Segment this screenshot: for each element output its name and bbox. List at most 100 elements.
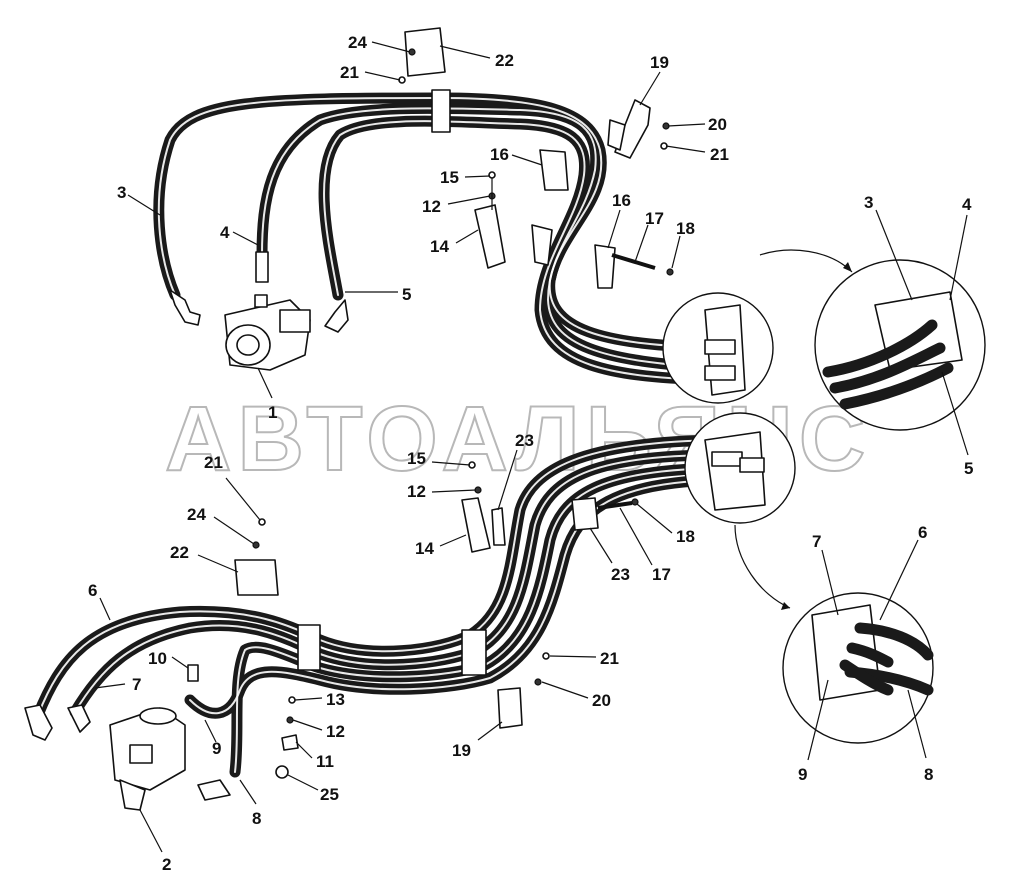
leader-5-detail	[941, 371, 969, 456]
leader-15-mid	[431, 461, 471, 466]
pump-2	[24, 704, 231, 811]
leader-8-detail	[907, 689, 927, 759]
bracket-19-top-side	[607, 119, 626, 151]
callout-12-top: 12	[422, 197, 441, 216]
clamp-16-b	[594, 244, 616, 289]
bolt-21-mid	[258, 518, 266, 526]
leader-lines	[94, 41, 969, 853]
leader-16-b	[607, 209, 621, 249]
hose-clamp-top	[431, 89, 451, 133]
callout-14-mid: 14	[415, 539, 434, 558]
fitting-hose-3-pump	[169, 289, 201, 326]
callout-5-left: 5	[402, 285, 411, 304]
hose-5-highlight	[323, 120, 721, 381]
callout-5-detail: 5	[964, 459, 973, 478]
callout-7-left: 7	[132, 675, 141, 694]
callout-20-low: 20	[592, 691, 611, 710]
leader-4-left	[232, 231, 259, 246]
clamp-16-a	[539, 149, 569, 191]
fitting-hose-4-pump	[255, 251, 269, 283]
callout-4-detail: 4	[962, 195, 972, 214]
leader-20-low	[541, 681, 589, 699]
callout-23-a: 23	[515, 431, 534, 450]
bracket-14-mid-plate	[461, 497, 491, 553]
clamp-bracket-22-top	[398, 27, 451, 133]
leader-16-a	[511, 154, 543, 166]
callout-15-top: 15	[440, 168, 459, 187]
callout-24-mid: 24	[187, 505, 206, 524]
callout-9-detail: 9	[798, 765, 807, 784]
bolt-21-low	[542, 652, 550, 660]
upper-manifold-fitting-a	[704, 339, 736, 355]
leader-19-low	[477, 721, 503, 741]
detail-top-hose-3	[822, 319, 938, 378]
pump-1	[169, 251, 349, 371]
callout-14-top: 14	[430, 237, 449, 256]
nut-18-top	[666, 268, 674, 276]
callout-12-mid: 12	[407, 482, 426, 501]
pump-2-valve	[129, 744, 153, 764]
callout-labels: 24 22 21 19 20 21 3 4 5 1 16 15 12 14 16…	[88, 33, 973, 874]
callout-11: 11	[316, 752, 334, 771]
detail-bottom-hose-7	[846, 642, 894, 668]
callout-24-top: 24	[348, 33, 367, 52]
leader-25	[287, 774, 319, 791]
callout-8-left: 8	[252, 809, 261, 828]
leader-3-left	[127, 194, 161, 216]
callout-19-low: 19	[452, 741, 471, 760]
washer-20-low	[534, 678, 542, 686]
pump-1-valve-block	[279, 309, 311, 333]
hose-7-highlight	[74, 454, 721, 713]
bracket-23-b	[571, 497, 599, 531]
nut-18-mid	[631, 498, 639, 506]
fitting-hose-8-pump	[197, 779, 231, 801]
washer-24-mid	[252, 541, 260, 549]
callout-17-top: 17	[645, 209, 664, 228]
leader-2	[139, 809, 163, 853]
callout-13: 13	[326, 690, 345, 709]
leader-18-mid	[636, 503, 673, 534]
callout-21-low: 21	[600, 649, 619, 668]
rod-17-top-bar	[611, 253, 656, 270]
bracket-19-top	[607, 99, 670, 159]
callout-1: 1	[268, 403, 277, 422]
detail-top-hose-4	[829, 342, 946, 394]
bracket-22-mid-plate	[234, 559, 279, 596]
leader-11	[295, 741, 313, 759]
leader-12-top	[447, 195, 491, 205]
pump-2-top-cap	[139, 707, 177, 725]
leader-24-top	[371, 41, 411, 53]
callout-9-left: 9	[212, 739, 221, 758]
callout-21-top: 21	[340, 63, 359, 82]
leader-1	[257, 367, 273, 399]
callout-2: 2	[162, 855, 171, 874]
callout-4-left: 4	[220, 223, 230, 242]
rod-17-top	[611, 253, 674, 276]
leader-7-left	[94, 683, 126, 689]
callout-22-top: 22	[495, 51, 514, 70]
lower-manifold-fitting-b	[739, 457, 765, 473]
callout-17-mid: 17	[652, 565, 671, 584]
bracket-23-a	[491, 507, 506, 546]
detail-bottom-arrow	[734, 524, 791, 609]
callout-19-top: 19	[650, 53, 669, 72]
hose-clamp-lower-mid	[461, 629, 487, 676]
leader-6-left	[99, 597, 111, 621]
detail-bottom-hose-9	[839, 659, 894, 696]
leader-21-low	[549, 655, 597, 658]
leader-22-mid	[197, 554, 239, 573]
leader-3-detail	[875, 209, 913, 301]
callout-7-detail: 7	[812, 532, 821, 551]
callout-6-left: 6	[88, 581, 97, 600]
washer-12-low	[286, 716, 294, 724]
fitting-hose-7-pump	[67, 704, 91, 733]
rod-17-mid-bar	[597, 501, 633, 510]
bracket-22-top-plate	[404, 27, 446, 77]
bracket-14-top-plate	[474, 204, 506, 269]
clamps-16	[531, 149, 616, 289]
leader-21-top	[364, 71, 401, 81]
bracket-14-top	[474, 171, 506, 269]
leader-19-top	[639, 71, 661, 106]
